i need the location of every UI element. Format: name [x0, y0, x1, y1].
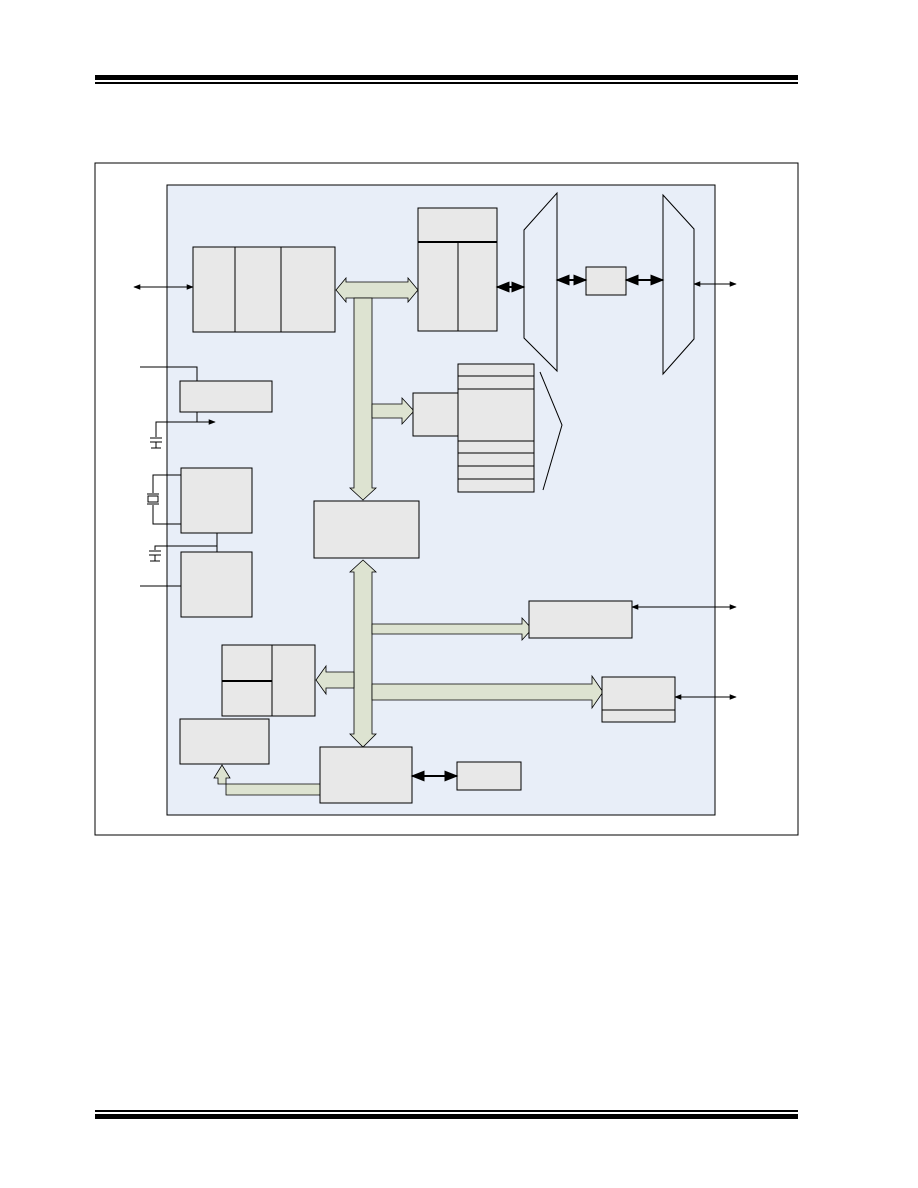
- debug-block: [319, 746, 413, 804]
- reset-block: [180, 551, 253, 618]
- bus-trunk-lower: [348, 559, 378, 748]
- mux-trapezoid-right: [662, 193, 695, 376]
- selector-block: [412, 392, 459, 437]
- regulator-block: [179, 380, 273, 413]
- bus-branch-left: [315, 664, 355, 696]
- capacitor-reset: [149, 550, 161, 562]
- header-rule-thick: [95, 75, 798, 80]
- footer-rule-thin: [95, 1110, 798, 1112]
- figure-frame: [94, 162, 799, 836]
- wire-reset-cap: [154, 545, 217, 550]
- bus-trunk-upper: [348, 297, 378, 501]
- internal-bus: [213, 276, 604, 796]
- capacitor-regulator: [150, 437, 162, 449]
- mux-trapezoid-left: [523, 191, 558, 373]
- bus-branch-right-2: [371, 674, 604, 710]
- adc-block: [179, 718, 270, 765]
- bus-top-horizontal: [335, 276, 419, 304]
- register-file: [457, 363, 535, 493]
- header-rule-thin: [95, 82, 798, 84]
- wire-osc-top: [152, 474, 181, 493]
- mux-block: [585, 266, 627, 296]
- wire-vdd-in: [140, 366, 198, 381]
- peripheral-block-lower-right: [601, 676, 676, 723]
- wire-regulator-cap: [155, 421, 197, 437]
- register-brace: [539, 371, 563, 491]
- oscillator-block: [180, 467, 253, 534]
- interrupt-block: [456, 761, 522, 791]
- wire-osc-bottom: [152, 505, 181, 525]
- bus-branch-right-1: [371, 616, 533, 642]
- footer-rule-thick: [95, 1114, 798, 1119]
- crystal-symbol: [147, 493, 159, 505]
- peripheral-block-upper-right: [528, 600, 633, 639]
- bus-debug-link: [213, 764, 321, 796]
- left-port-block: [192, 246, 336, 333]
- bus-branch-selector: [371, 396, 415, 426]
- cpu-core-block: [313, 500, 420, 559]
